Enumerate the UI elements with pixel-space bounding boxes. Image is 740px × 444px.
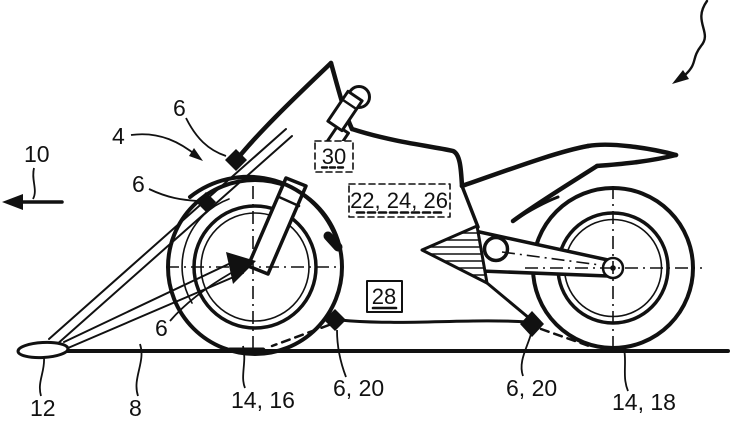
ref-label-6-20-front: 6, 20: [333, 375, 384, 401]
front-fender: [188, 174, 339, 242]
panel-wheel-merge: [511, 195, 560, 223]
tail-top-edge: [585, 142, 679, 158]
sensor-marker-hub-arrow: [226, 252, 256, 284]
front-fender-end: [323, 231, 343, 252]
front-fender-inner-edge: [181, 198, 230, 304]
ref-box-22-24-26-frame: [348, 183, 451, 218]
leader-8: [135, 343, 143, 397]
ref-label-6-hub: 6: [155, 315, 168, 341]
ref-box-30-text: 30: [322, 144, 346, 169]
ref-label-12: 12: [30, 395, 56, 421]
ref-label-4: 4: [112, 123, 125, 149]
ref-label-8: 8: [129, 395, 142, 421]
leader-6-mid: [148, 188, 199, 202]
underseat-strut: [460, 184, 480, 229]
nose-front-edge: [231, 60, 334, 166]
ref-label-6-20-rear: 6, 20: [506, 375, 557, 401]
belly-line: [338, 318, 530, 324]
ref-box-22-24-26: 22, 24, 26: [348, 183, 451, 218]
leader-6-20-front: [336, 329, 347, 378]
grip-divider: [341, 98, 358, 111]
leader-10: [32, 167, 36, 200]
leader-6-20-rear: [520, 333, 532, 377]
front-stand: [16, 128, 293, 360]
ref-box-30: 30: [314, 140, 354, 173]
belly-dashes-rear: [539, 327, 594, 349]
leader-14-16: [242, 345, 246, 389]
ref-box-28-text: 28: [372, 284, 396, 309]
stand-hub-strut-lower: [67, 272, 244, 349]
ref-label-10: 10: [24, 141, 50, 167]
belly-dashes-front: [270, 323, 331, 348]
triangle-to-sensor: [485, 281, 531, 320]
ref-box-28: 28: [366, 280, 403, 313]
seat-rise-line: [459, 143, 591, 189]
sensor-marker-rear-lower: [520, 311, 544, 337]
ref-label-14-16: 14, 16: [231, 387, 295, 413]
swingarm-axis: [501, 251, 601, 266]
stand-foot: [16, 340, 70, 360]
stand-hub-strut-upper: [63, 260, 236, 343]
ref-box-22-24-26-text: 22, 24, 26: [350, 188, 448, 213]
tail-back-edge: [594, 152, 679, 169]
leader-4-arrowhead: [189, 148, 203, 161]
ref-label-6-mid: 6: [132, 171, 145, 197]
leader-6-hub: [169, 272, 232, 322]
leader-4: [130, 133, 198, 157]
fork-clamp-line: [277, 195, 301, 208]
sensor-marker-mid: [196, 192, 216, 212]
ref-label-6-top: 6: [173, 95, 186, 121]
figure-pointer-arrowhead: [672, 70, 689, 84]
ref-label-14-18: 14, 18: [612, 389, 676, 415]
direction-arrow-10-head: [2, 194, 23, 210]
swingarm-pivot: [482, 235, 510, 263]
bodywork: [231, 60, 679, 320]
tank-top-line: [349, 126, 465, 189]
figure-pointer-arrow: [683, 0, 709, 77]
handlebar-grip: [326, 89, 364, 133]
leader-12: [39, 357, 45, 397]
leader-6-top: [185, 117, 227, 157]
sensor-marker-top: [225, 149, 247, 171]
stand-beam-lower: [54, 135, 293, 347]
stand-beam-upper: [48, 128, 287, 340]
leader-14-18: [623, 348, 629, 392]
handlebar: [326, 85, 371, 150]
sensor-marker-front-lower: [324, 309, 346, 331]
